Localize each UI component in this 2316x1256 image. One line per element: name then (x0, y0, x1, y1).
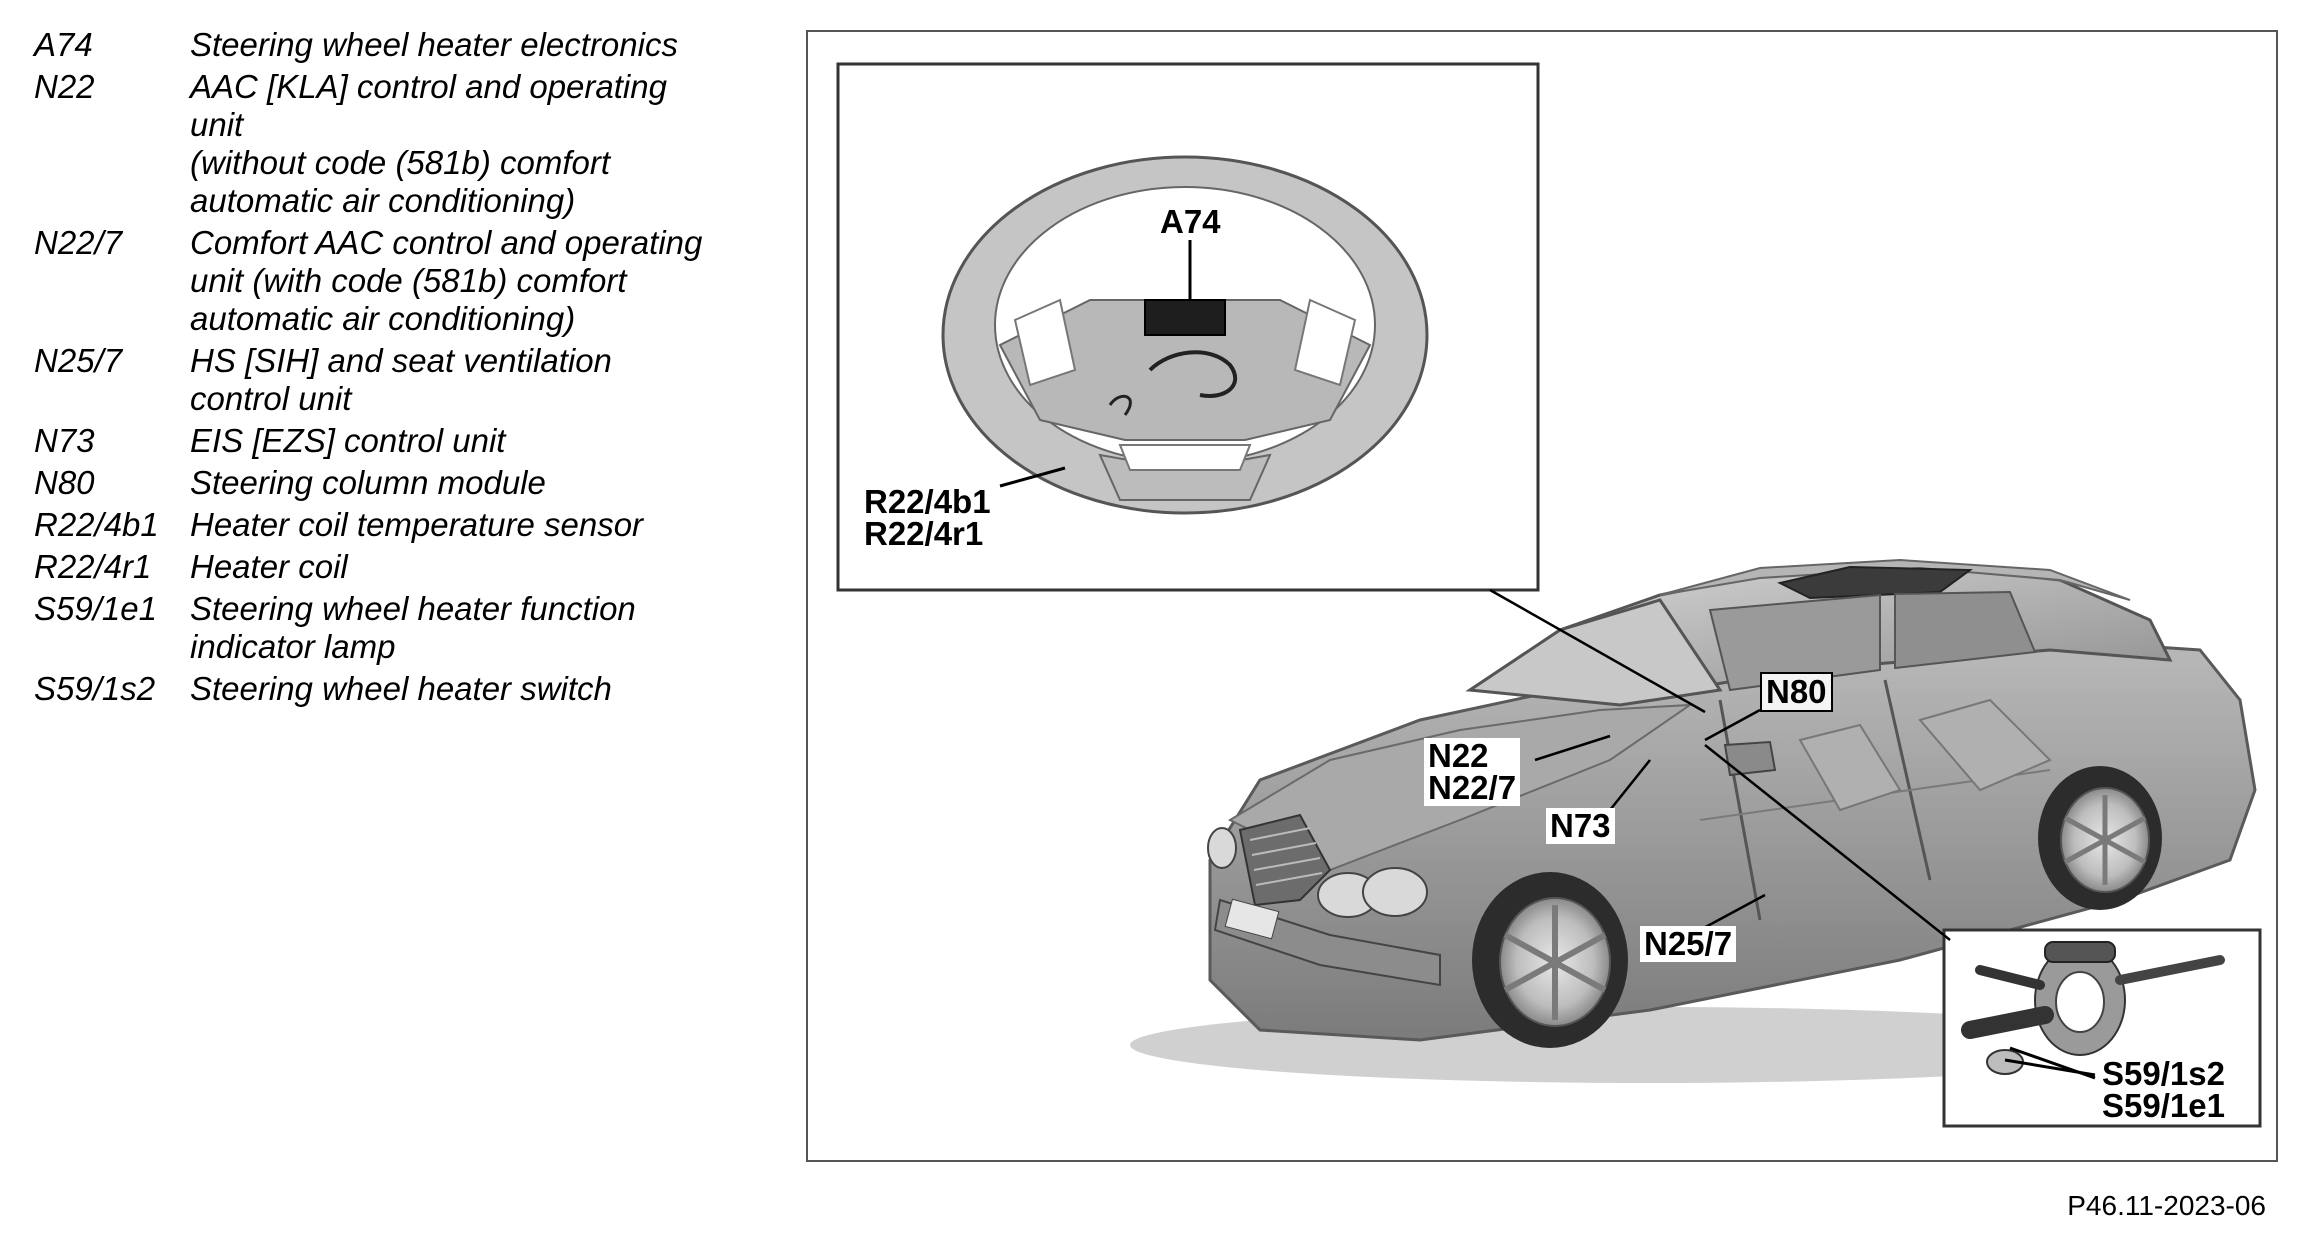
callout-n22-label: N22 (1428, 737, 1489, 774)
legend-description: Steering wheel heater switch (190, 670, 612, 707)
legend-description: Steering column module (190, 464, 546, 501)
legend: A74 Steering wheel heater electronics N2… (34, 26, 734, 712)
legend-item: S59/1e1 Steering wheel heater function i… (34, 590, 734, 666)
callout-n80-label: N80 (1766, 673, 1827, 710)
car-illustration (1130, 558, 2257, 1083)
legend-item: A74 Steering wheel heater electronics (34, 26, 734, 64)
callout-r22-4r1-label: R22/4r1 (864, 515, 984, 552)
legend-item: N73 EIS [EZS] control unit (34, 422, 734, 460)
legend-code: R22/4r1 (34, 548, 152, 585)
callout-s59-1s2-label: S59/1s2 (2102, 1055, 2225, 1092)
legend-code: N22/7 (34, 224, 123, 261)
legend-item: N22/7 Comfort AAC control and operating … (34, 224, 734, 338)
callout-n73: N73 (1546, 808, 1615, 844)
callout-n80: N80 (1760, 672, 1833, 712)
callout-n73-label: N73 (1550, 807, 1611, 844)
callout-n25-7: N25/7 (1640, 925, 1737, 962)
legend-item: N22 AAC [KLA] control and operating unit… (34, 68, 734, 220)
legend-code: S59/1s2 (34, 670, 156, 707)
legend-item: R22/4r1 Heater coil (34, 548, 734, 586)
legend-description: EIS [EZS] control unit (190, 422, 506, 459)
legend-item: N25/7 HS [SIH] and seat ventilation cont… (34, 342, 734, 418)
legend-description: AAC [KLA] control and operating unit (wi… (190, 68, 667, 219)
legend-description: Steering wheel heater electronics (190, 26, 678, 63)
legend-item: N80 Steering column module (34, 464, 734, 502)
callout-r22-4b1-label: R22/4b1 (864, 483, 991, 520)
legend-code: S59/1e1 (34, 590, 157, 627)
legend-description: Heater coil temperature sensor (190, 506, 644, 543)
callout-s59-1s2-s59-1e1: S59/1s2 S59/1e1 (2098, 1056, 2229, 1124)
legend-code: A74 (34, 26, 93, 63)
legend-item: S59/1s2 Steering wheel heater switch (34, 670, 734, 708)
figure-reference-id: P46.11-2023-06 (2067, 1190, 2266, 1221)
legend-code: N73 (34, 422, 95, 459)
callout-a74-label: A74 (1160, 203, 1221, 240)
legend-code: N25/7 (34, 342, 123, 379)
legend-code: R22/4b1 (34, 506, 159, 543)
legend-description: Comfort AAC control and operating unit (… (190, 224, 703, 337)
legend-description: Heater coil (190, 548, 348, 585)
callout-n22-n22-7: N22 N22/7 (1424, 737, 1521, 806)
callout-a74: A74 (1156, 204, 1225, 240)
legend-description: HS [SIH] and seat ventilation control un… (190, 342, 612, 417)
legend-description: Steering wheel heater function indicator… (190, 590, 636, 665)
legend-code: N80 (34, 464, 95, 501)
callout-n25-7-label: N25/7 (1644, 925, 1733, 962)
callout-n22-7-label: N22/7 (1428, 769, 1517, 806)
leader-lines (1489, 588, 1951, 941)
callout-s59-1e1-label: S59/1e1 (2102, 1087, 2225, 1124)
legend-item: R22/4b1 Heater coil temperature sensor (34, 506, 734, 544)
callout-r22-4b1-r22-4r1: R22/4b1 R22/4r1 (860, 484, 995, 552)
legend-code: N22 (34, 68, 95, 105)
